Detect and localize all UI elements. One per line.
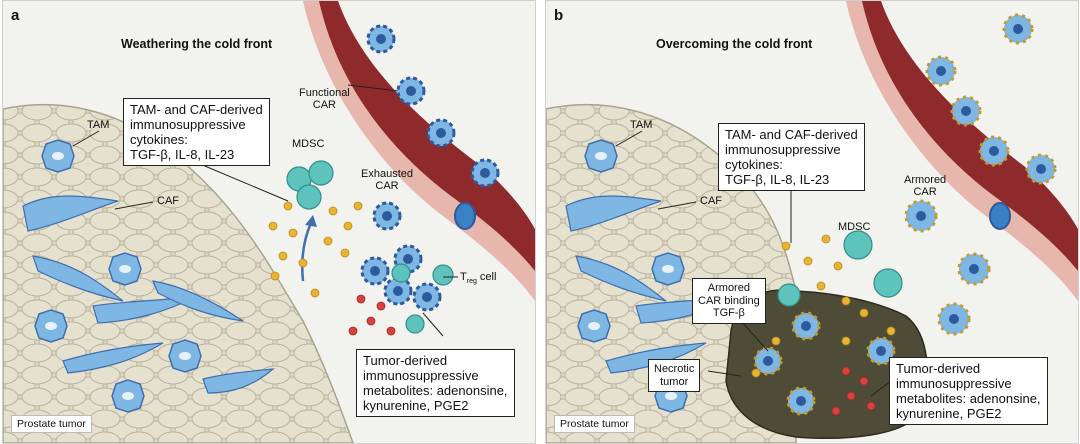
leader-lines [615,130,892,397]
cytokine-box: TAM- and CAF-derived immunosuppressive c… [123,98,270,166]
caf-cells [565,195,742,374]
caf-label: CAF [157,195,179,207]
armored-car-cells [753,199,991,416]
armored-car-box: Armored CAR binding TGF-β [692,278,766,324]
panel-letter: a [11,7,20,24]
tam-cells [577,139,688,413]
panel-a-illustration [3,1,535,443]
mdsc-cells [286,160,334,210]
panel-b: b Overcoming the cold front TAM CAF MDSC… [545,0,1079,444]
prostate-tumor-label: Prostate tumor [554,415,635,433]
cytokine-dots [751,234,896,378]
mdsc-cells [777,230,903,307]
caf-cells [22,195,275,394]
exhausted-car-cells [360,201,442,312]
cytokine-box: TAM- and CAF-derived immunosuppressive c… [718,123,865,191]
treg-label: Treg cell [460,271,497,286]
exhausted-car-label: Exhausted CAR [361,168,413,192]
cytokine-dots [268,201,363,298]
metabolite-box: Tumor-derived immunosuppressive metaboli… [356,349,515,417]
panel-title: Weathering the cold front [121,37,273,51]
metabolite-dots [831,366,876,416]
treg-cells [391,263,454,334]
blood-vessel [862,1,1078,271]
mdsc-label: MDSC [292,138,325,150]
armored-car-label: Armored CAR [904,174,947,198]
necrotic-tumor-label: Necrotic tumor [648,359,701,392]
tam-label: TAM [630,119,653,131]
metabolite-dots [348,294,396,336]
metabolite-box: Tumor-derived immunosuppressive metaboli… [889,357,1048,425]
prostate-tumor-label: Prostate tumor [11,415,92,433]
panel-a: a Weathering the cold front TAM CAF MDSC… [2,0,536,444]
tam-label: TAM [87,119,110,131]
armored-car-cells-vessel [925,13,1057,230]
mdsc-label: MDSC [838,221,871,233]
leader-lines [72,84,458,337]
tam-cells [34,139,202,413]
functional-car-cells [366,24,500,230]
functional-car-label: Functional CAR [299,87,350,111]
recruitment-arrow [301,222,313,282]
panel-letter: b [554,7,564,24]
caf-label: CAF [700,195,722,207]
panel-title: Overcoming the cold front [656,37,813,51]
